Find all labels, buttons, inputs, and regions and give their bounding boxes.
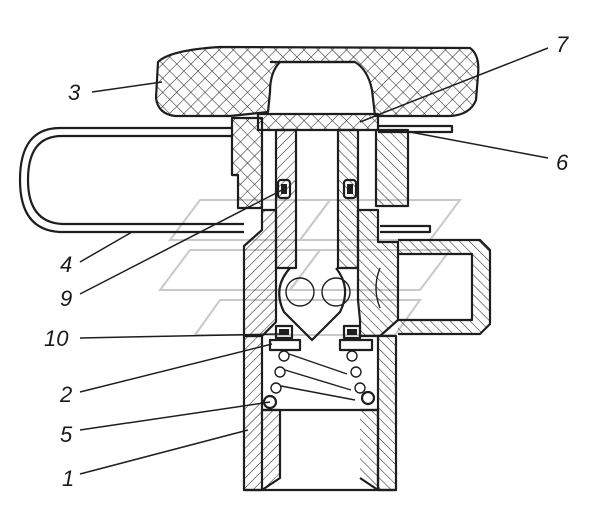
callout-6: 6 xyxy=(556,150,569,175)
valve-body xyxy=(242,208,400,338)
leader-7 xyxy=(359,47,549,123)
leader-lines xyxy=(79,47,549,475)
knob-skirt xyxy=(230,116,410,210)
callout-10: 10 xyxy=(44,326,69,351)
knob-part-3 xyxy=(154,45,480,118)
washer-part-2 xyxy=(268,338,374,352)
leader-4 xyxy=(79,231,133,263)
leader-2 xyxy=(79,343,273,393)
callout-2: 2 xyxy=(59,382,72,407)
seal-part-10 xyxy=(274,324,362,340)
leader-5 xyxy=(79,401,271,431)
clip-part-6 xyxy=(378,124,454,234)
callout-4: 4 xyxy=(60,252,72,277)
valve-seat xyxy=(278,267,351,342)
wire-bail-part-4 xyxy=(18,126,244,234)
callout-labels: 3 7 6 4 9 10 2 5 1 xyxy=(44,32,569,491)
spring-part-5 xyxy=(262,350,376,410)
o-rings-part-9 xyxy=(276,178,358,200)
leader-9 xyxy=(79,189,283,295)
callout-7: 7 xyxy=(556,32,569,57)
fitting-part-1 xyxy=(242,334,398,492)
callout-5: 5 xyxy=(60,422,73,447)
callout-9: 9 xyxy=(60,286,72,311)
leader-3 xyxy=(91,81,163,93)
leader-6 xyxy=(409,131,549,159)
watermark-logo xyxy=(158,199,462,336)
callout-1: 1 xyxy=(62,466,74,491)
leader-10 xyxy=(79,333,281,339)
outlet-nipple xyxy=(375,238,492,336)
leader-1 xyxy=(79,429,249,475)
callout-3: 3 xyxy=(68,80,81,105)
